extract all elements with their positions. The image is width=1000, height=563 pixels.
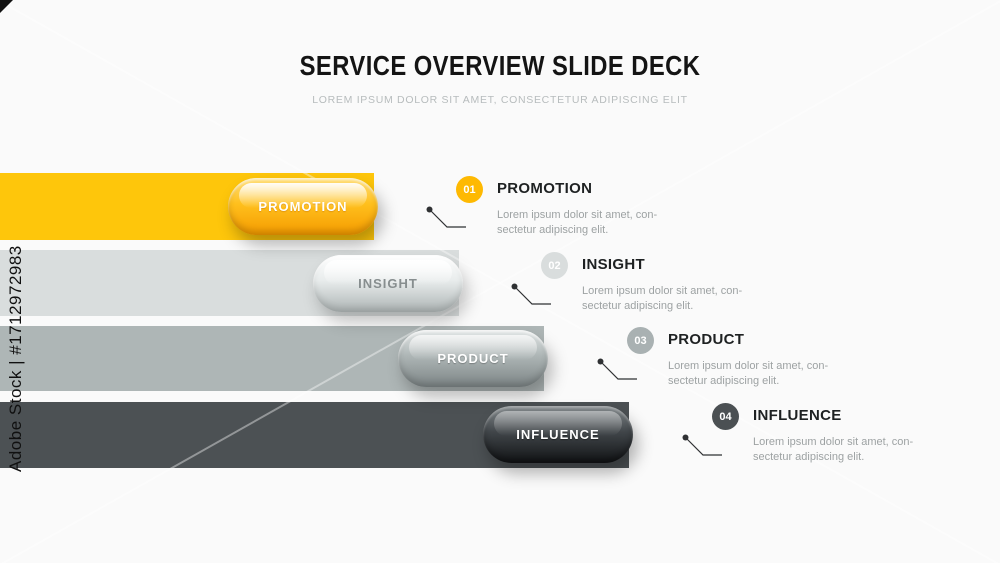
legend-item: 04 INFLUENCE Lorem ipsum dolor sit amet,… — [712, 403, 939, 464]
legend-item-texts: PROMOTION Lorem ipsum dolor sit amet, co… — [497, 176, 683, 237]
step-number-badge: 04 — [712, 403, 739, 430]
item-description: Lorem ipsum dolor sit amet, con- sectetu… — [582, 285, 743, 312]
pill-insight: INSIGHT — [313, 255, 463, 312]
connector-line — [597, 358, 637, 380]
connector-line — [426, 206, 466, 228]
legend-item: 02 INSIGHT Lorem ipsum dolor sit amet, c… — [541, 252, 768, 313]
item-description: Lorem ipsum dolor sit amet, con- sectetu… — [753, 436, 914, 463]
item-title: INSIGHT — [582, 256, 645, 273]
connector-line — [511, 283, 551, 305]
connector-line — [682, 434, 722, 456]
pill-promotion: PROMOTION — [228, 178, 378, 235]
legend-item-texts: INSIGHT Lorem ipsum dolor sit amet, con-… — [582, 252, 768, 313]
legend-item-texts: INFLUENCE Lorem ipsum dolor sit amet, co… — [753, 403, 939, 464]
pill-influence-label: INFLUENCE — [516, 427, 600, 442]
pill-promotion-label: PROMOTION — [258, 199, 348, 214]
item-title: INFLUENCE — [753, 407, 842, 424]
legend-item: 03 PRODUCT Lorem ipsum dolor sit amet, c… — [627, 327, 854, 388]
pill-insight-label: INSIGHT — [358, 276, 418, 291]
legend-item-texts: PRODUCT Lorem ipsum dolor sit amet, con-… — [668, 327, 854, 388]
pill-influence: INFLUENCE — [483, 406, 633, 463]
stock-watermark: Adobe Stock | #1712972983 — [6, 245, 25, 472]
item-description: Lorem ipsum dolor sit amet, con- sectetu… — [497, 209, 658, 236]
legend-item: 01 PROMOTION Lorem ipsum dolor sit amet,… — [456, 176, 683, 237]
step-number-badge: 01 — [456, 176, 483, 203]
page-title: SERVICE OVERVIEW SLIDE DECK — [299, 50, 701, 81]
step-number-badge: 02 — [541, 252, 568, 279]
item-title: PRODUCT — [668, 331, 745, 348]
pill-product: PRODUCT — [398, 330, 548, 387]
pill-product-label: PRODUCT — [437, 351, 509, 366]
step-number-badge: 03 — [627, 327, 654, 354]
item-description: Lorem ipsum dolor sit amet, con- sectetu… — [668, 360, 829, 387]
page-subtitle: LOREM IPSUM DOLOR SIT AMET, CONSECTETUR … — [312, 94, 688, 106]
item-title: PROMOTION — [497, 180, 593, 197]
